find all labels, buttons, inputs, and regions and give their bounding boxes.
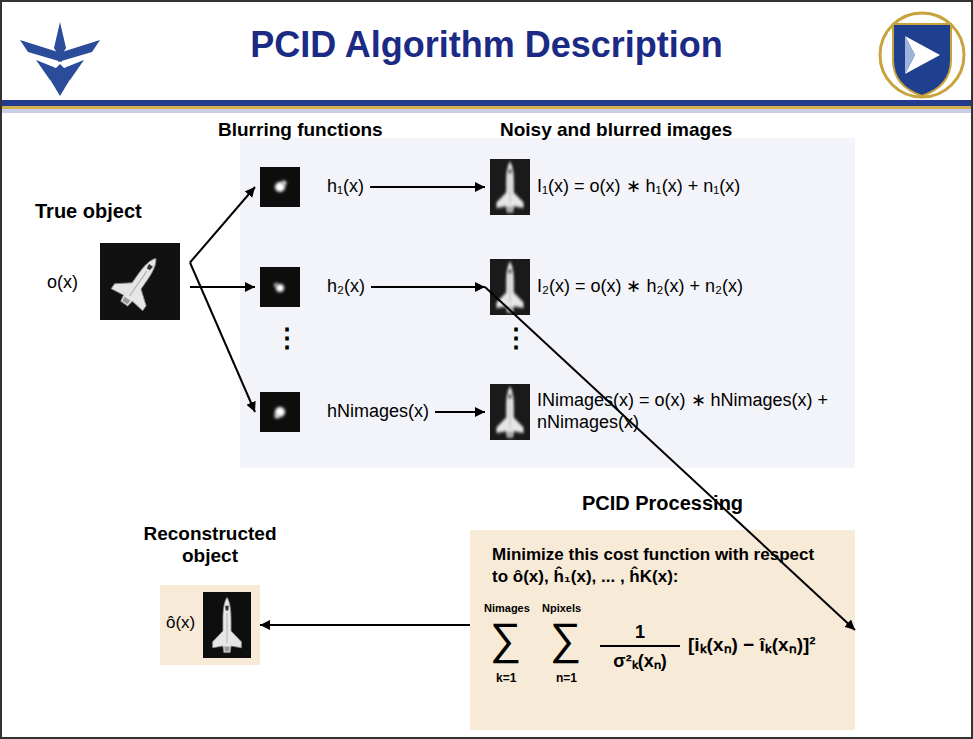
noisy-image-part bbox=[497, 387, 524, 438]
column-heading: Blurring functions bbox=[218, 120, 383, 141]
fraction-numerator: 1 bbox=[600, 622, 680, 647]
node-label: h₂(x) bbox=[327, 276, 365, 298]
noisy-image-node: INimages(x) = o(x) ∗ hNimages(x) + nNima… bbox=[485, 383, 883, 441]
noisy-image-part bbox=[497, 162, 524, 213]
ellipsis-dots: ⋮ bbox=[274, 324, 300, 353]
noisy-image bbox=[490, 159, 530, 215]
image-frame bbox=[490, 159, 530, 215]
image-frame bbox=[260, 267, 300, 307]
flow-arrow bbox=[371, 286, 485, 288]
sum-limit: Npixels bbox=[542, 602, 581, 615]
shield-arrow bbox=[905, 36, 940, 74]
column-heading: Noisy and blurred images bbox=[500, 120, 732, 141]
flow-arrow bbox=[260, 624, 470, 626]
image-frame bbox=[490, 259, 530, 315]
flow-arrow bbox=[190, 187, 255, 263]
node-heading: True object bbox=[35, 200, 190, 223]
slide-title: PCID Algorithm Description bbox=[0, 24, 973, 66]
kernel-spot bbox=[275, 414, 280, 419]
node-label: INimages(x) = o(x) ∗ hNimages(x) + nNima… bbox=[537, 390, 877, 433]
shield bbox=[893, 24, 951, 96]
reconstructed-image bbox=[203, 592, 251, 658]
ellipsis-dots: ⋮ bbox=[503, 324, 529, 353]
shield-ring bbox=[880, 13, 964, 97]
blur-kernel-image bbox=[260, 392, 300, 432]
node-label: I₁(x) = o(x) ∗ h₁(x) + n₁(x) bbox=[537, 176, 740, 198]
residual-term: [iₖ(xₙ) − îₖ(xₙ)]² bbox=[688, 634, 816, 656]
flow-arrow bbox=[485, 287, 855, 630]
noisy-image bbox=[490, 384, 530, 440]
sum-symbol: ∑ bbox=[490, 614, 521, 665]
reconstructed-image-part bbox=[213, 597, 242, 652]
flow-arrow bbox=[370, 186, 485, 188]
processing-box: PCID ProcessingMinimize this cost functi… bbox=[470, 530, 855, 730]
image-frame bbox=[203, 592, 251, 658]
image-frame bbox=[100, 243, 180, 320]
true-object-image-part bbox=[108, 247, 171, 314]
object-symbol: o(x) bbox=[47, 272, 78, 293]
shuttle bbox=[108, 247, 171, 314]
fraction-denominator: σ²ₖ(xₙ) bbox=[600, 651, 680, 672]
blur-kernel-image bbox=[260, 167, 300, 207]
blurred-shuttle bbox=[497, 387, 524, 438]
sum-symbol: ∑ bbox=[550, 614, 581, 665]
shield-arrow-shade bbox=[905, 36, 915, 74]
title-bar bbox=[0, 100, 973, 106]
research-lab-shield bbox=[880, 13, 964, 97]
logo-wing bbox=[64, 60, 84, 80]
logo-body bbox=[54, 22, 66, 58]
blurred-shuttle bbox=[497, 162, 524, 213]
node-label: h₁(x) bbox=[327, 176, 364, 198]
logo-wing bbox=[36, 60, 56, 80]
kernel-spot bbox=[282, 181, 287, 186]
title-bar-light bbox=[0, 109, 973, 113]
blur-kernel-image bbox=[260, 267, 300, 307]
flow-arrow bbox=[435, 411, 485, 413]
node-label: hNimages(x) bbox=[327, 401, 429, 423]
sum-limit: n=1 bbox=[556, 672, 577, 686]
flow-arrow bbox=[190, 263, 255, 413]
noisy-image bbox=[490, 259, 530, 315]
node-heading: PCID Processing bbox=[470, 492, 855, 515]
sum-limit: k=1 bbox=[496, 672, 516, 686]
node-label: I₂(x) = o(x) ∗ h₂(x) + n₂(x) bbox=[537, 276, 743, 298]
true-object-image bbox=[100, 243, 180, 320]
instruction-text: Minimize this cost function with respect… bbox=[492, 544, 832, 588]
image-frame bbox=[260, 167, 300, 207]
sum-limit: Nimages bbox=[484, 602, 530, 615]
noisy-image-part bbox=[497, 262, 524, 313]
blurred-shuttle bbox=[497, 262, 524, 313]
shuttle bbox=[213, 597, 242, 652]
air-force-logo bbox=[20, 22, 100, 96]
title-bar-gold bbox=[0, 106, 973, 109]
node-heading: Reconstructed object bbox=[125, 523, 295, 567]
image-frame bbox=[260, 392, 300, 432]
estimate-symbol: ô(x) bbox=[166, 613, 195, 633]
kernel-spot bbox=[274, 283, 278, 287]
image-frame bbox=[490, 384, 530, 440]
